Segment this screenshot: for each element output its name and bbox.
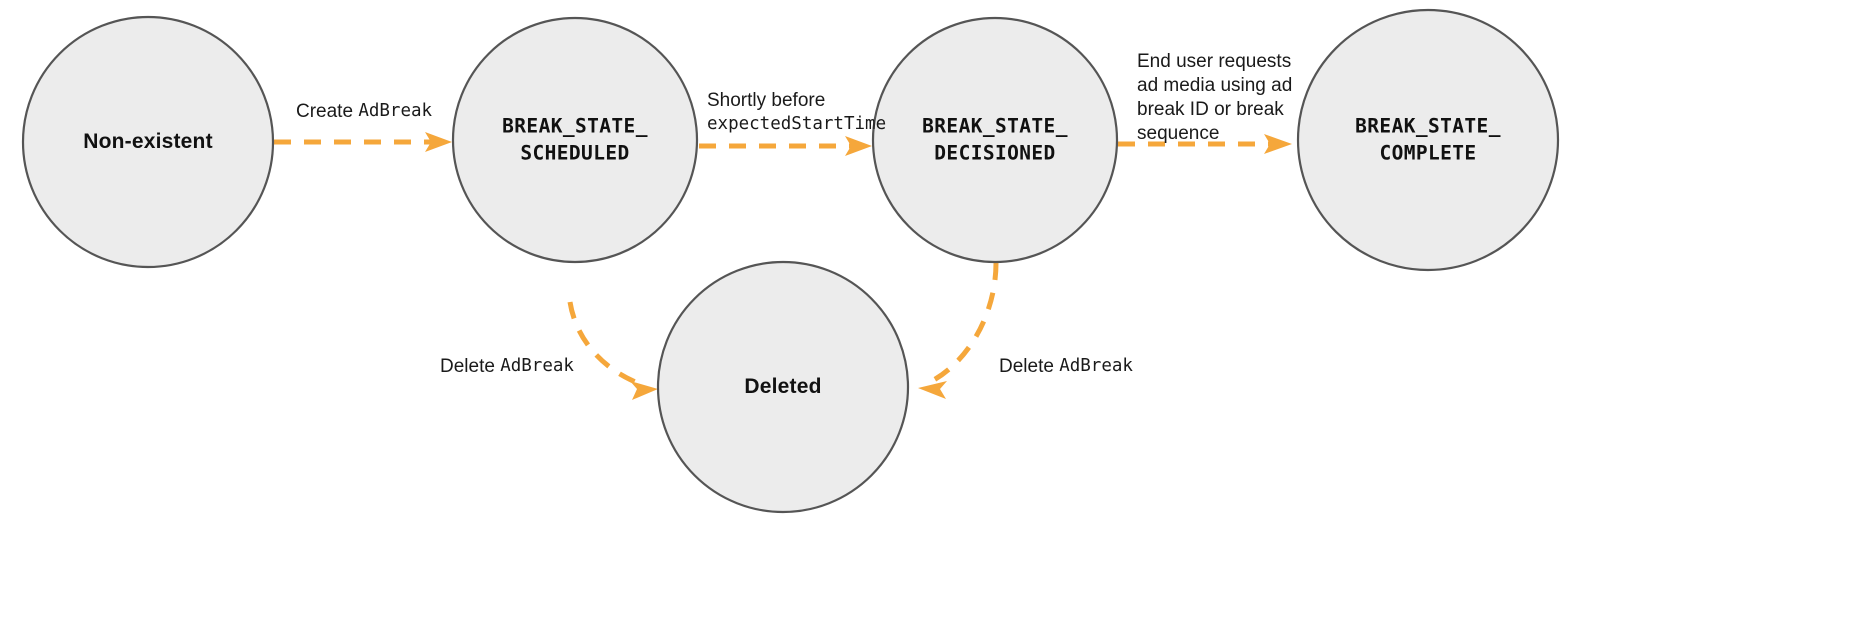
node-label-line: DECISIONED — [934, 141, 1055, 164]
node-circle-break-state-decisioned[interactable] — [871, 16, 1119, 264]
node-label-break-state-complete: BREAK_STATE_ COMPLETE — [1355, 114, 1501, 164]
node-label-break-state-scheduled: BREAK_STATE_ SCHEDULED — [502, 114, 648, 164]
node-label-line: BREAK_STATE_ — [502, 114, 648, 137]
edge-label-create-adbreak: Create AdBreak — [296, 101, 433, 122]
edge-label-run: Create — [296, 101, 358, 122]
edge-line-delete-adbreak-from-decisioned — [930, 262, 999, 384]
arrow-head-icon — [918, 381, 947, 399]
node-circle-deleted[interactable] — [656, 260, 910, 514]
edge-create-adbreak — [274, 132, 452, 152]
edge-label-line: Shortly before — [707, 90, 825, 111]
node-label-line: Non-existent — [83, 130, 213, 153]
node-label-line: Deleted — [744, 375, 821, 398]
edge-label-line: ad media using ad — [1137, 75, 1292, 96]
nodes-layer: Non-existentBREAK_STATE_SCHEDULEDBREAK_S… — [21, 8, 1560, 514]
edge-delete-adbreak-from-scheduled — [567, 301, 658, 400]
arrow-head-icon — [1264, 134, 1292, 154]
edge-labels-layer: Create AdBreak Shortly before expectedStar… — [296, 51, 1292, 377]
node-break-state-complete[interactable]: BREAK_STATE_ COMPLETE — [1296, 8, 1560, 272]
edge-label-run: Delete — [440, 356, 500, 377]
edge-label-run: AdBreak — [1059, 356, 1133, 376]
edge-label-line: break ID or break — [1137, 99, 1284, 120]
node-circle-non-existent[interactable] — [21, 15, 275, 269]
node-deleted[interactable]: Deleted — [656, 260, 910, 514]
edge-delete-adbreak-from-decisioned — [918, 262, 999, 399]
node-label-line: BREAK_STATE_ — [922, 114, 1068, 137]
node-circle-break-state-complete[interactable] — [1296, 8, 1560, 272]
edge-label-delete-adbreak-from-scheduled: Delete AdBreak — [440, 356, 574, 377]
node-label-line: SCHEDULED — [520, 141, 629, 164]
edge-label-delete-adbreak-from-decisioned: Delete AdBreak — [999, 356, 1133, 377]
edges-layer — [274, 132, 1292, 400]
edge-label-line: sequence — [1137, 123, 1219, 144]
edge-label-end-user-requests-ad-media: End user requests ad media using ad break … — [1137, 51, 1292, 144]
node-label-line: COMPLETE — [1379, 141, 1476, 164]
edge-label-run: Delete — [999, 356, 1059, 377]
node-non-existent[interactable]: Non-existent — [21, 15, 275, 269]
node-label-break-state-decisioned: BREAK_STATE_ DECISIONED — [922, 114, 1068, 164]
edge-label-run: AdBreak — [500, 356, 574, 376]
edge-shortly-before-expectedstarttime — [699, 136, 872, 156]
node-label-deleted: Deleted — [744, 375, 821, 398]
edge-label-line: End user requests — [1137, 51, 1291, 72]
edge-line-delete-adbreak-from-scheduled — [567, 301, 647, 389]
edge-label-line: expectedStartTime — [707, 114, 886, 134]
arrow-head-icon — [845, 136, 872, 156]
node-label-line: BREAK_STATE_ — [1355, 114, 1501, 137]
edge-label-shortly-before-expectedstarttime: Shortly before expectedStartTime — [707, 90, 886, 134]
node-circle-break-state-scheduled[interactable] — [451, 16, 699, 264]
arrow-head-icon — [425, 132, 452, 152]
node-break-state-decisioned[interactable]: BREAK_STATE_ DECISIONED — [871, 16, 1119, 264]
node-break-state-scheduled[interactable]: BREAK_STATE_ SCHEDULED — [451, 16, 699, 264]
edge-label-run: AdBreak — [358, 101, 432, 121]
node-label-non-existent: Non-existent — [83, 130, 213, 153]
edge-end-user-requests-ad-media — [1118, 134, 1292, 154]
arrow-head-icon — [630, 381, 658, 400]
